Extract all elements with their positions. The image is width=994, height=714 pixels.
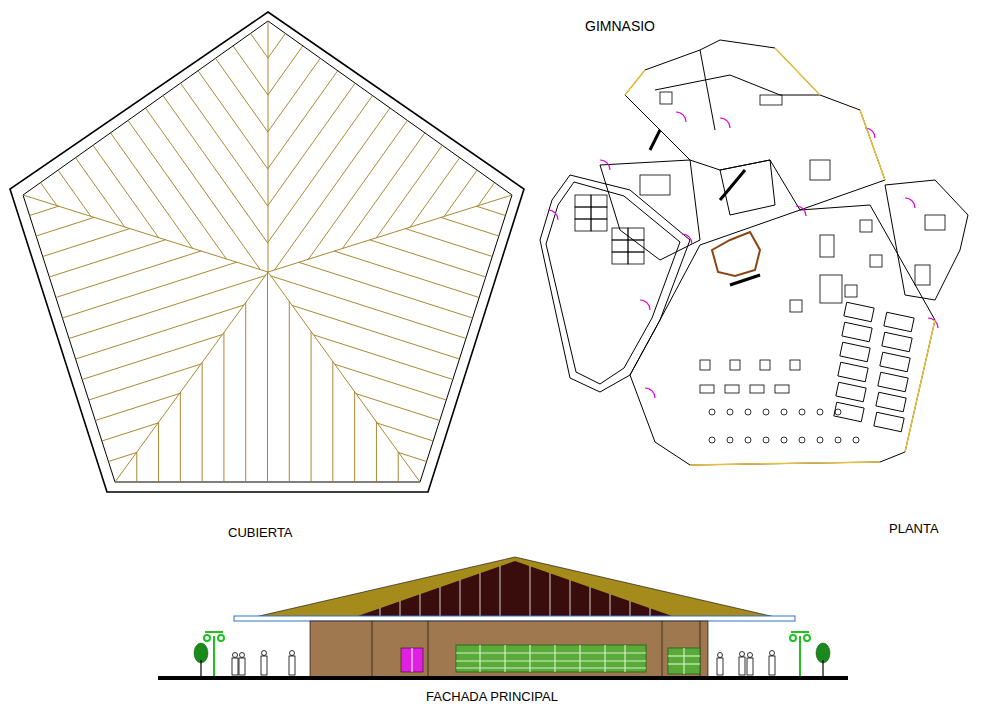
rafter-line bbox=[334, 251, 479, 297]
rafter-line bbox=[58, 170, 91, 216]
rafter-line bbox=[268, 96, 373, 243]
rafter-line bbox=[354, 392, 355, 482]
rafter-line bbox=[311, 332, 312, 482]
rafter-line bbox=[268, 58, 320, 131]
rafter-line bbox=[478, 183, 494, 206]
rafter-line bbox=[181, 83, 269, 206]
rafter-line bbox=[441, 217, 499, 236]
floor-plan bbox=[540, 40, 968, 465]
rafter-line bbox=[128, 120, 226, 258]
rafter-line bbox=[289, 301, 290, 482]
view-label: FACHADA PRINCIPAL bbox=[426, 690, 558, 704]
rafter-line bbox=[405, 229, 492, 257]
rafter-line bbox=[158, 422, 159, 482]
rafter-line bbox=[82, 335, 222, 380]
rafter-line bbox=[292, 305, 459, 359]
rafter-line bbox=[398, 452, 399, 482]
rafter-line bbox=[233, 46, 268, 95]
rafter-line bbox=[410, 158, 459, 227]
rafter-line bbox=[268, 195, 512, 272]
rafter-line bbox=[356, 394, 440, 421]
rafter-line bbox=[251, 33, 269, 58]
rafter-line bbox=[377, 423, 433, 441]
roof-plan bbox=[10, 12, 524, 492]
rafter-line bbox=[23, 195, 268, 272]
rafter-line bbox=[370, 240, 486, 277]
rafter-line bbox=[56, 251, 201, 298]
rafter-line bbox=[136, 452, 137, 482]
rafter-line bbox=[89, 364, 201, 400]
view-label: PLANTA bbox=[889, 522, 939, 536]
rafter-line bbox=[76, 305, 244, 359]
rafter-line bbox=[268, 46, 303, 95]
rafter-line bbox=[332, 362, 333, 482]
rafter-line bbox=[216, 58, 269, 132]
rafter-line bbox=[308, 120, 407, 259]
rafter-line bbox=[268, 21, 269, 272]
rafter-line bbox=[95, 394, 179, 421]
view-label: CUBIERTA bbox=[228, 526, 293, 540]
rafter-line bbox=[444, 170, 477, 216]
rafter-line bbox=[198, 71, 268, 170]
rafter-line bbox=[76, 158, 125, 227]
rafter-line bbox=[376, 145, 442, 238]
rafter-line bbox=[202, 362, 203, 482]
rafter-line bbox=[69, 276, 265, 339]
rafter-line bbox=[313, 335, 452, 380]
rafter-line bbox=[268, 33, 285, 57]
roof-rafters bbox=[23, 21, 512, 482]
rafter-line bbox=[476, 206, 505, 215]
rafter-line bbox=[376, 422, 377, 482]
rafter-line bbox=[41, 183, 57, 206]
rafter-line bbox=[108, 453, 136, 462]
rafter-line bbox=[180, 392, 181, 482]
rafter-line bbox=[267, 273, 268, 482]
rafter-line bbox=[275, 108, 390, 270]
rafter-line bbox=[115, 272, 268, 482]
rafter-line bbox=[62, 262, 236, 318]
rafter-line bbox=[49, 240, 165, 277]
rafter-line bbox=[245, 303, 246, 482]
rafter-line bbox=[268, 83, 355, 205]
rafter-line bbox=[223, 332, 224, 482]
rafter-line bbox=[146, 108, 261, 270]
rafter-line bbox=[299, 262, 473, 318]
rafter-line bbox=[271, 276, 466, 339]
rafter-line bbox=[268, 71, 338, 169]
rafter-line bbox=[102, 423, 158, 441]
rafter-line bbox=[43, 229, 130, 257]
rafter-line bbox=[30, 206, 59, 215]
rafter-line bbox=[111, 133, 193, 248]
rafter-line bbox=[36, 217, 94, 236]
rafter-line bbox=[399, 453, 427, 462]
drawing-title: GIMNASIO bbox=[585, 19, 655, 34]
rafter-line bbox=[93, 145, 159, 237]
rafter-line bbox=[163, 96, 268, 244]
rafter-line bbox=[268, 272, 420, 482]
rafter-line bbox=[335, 364, 447, 400]
main-facade bbox=[158, 557, 848, 678]
